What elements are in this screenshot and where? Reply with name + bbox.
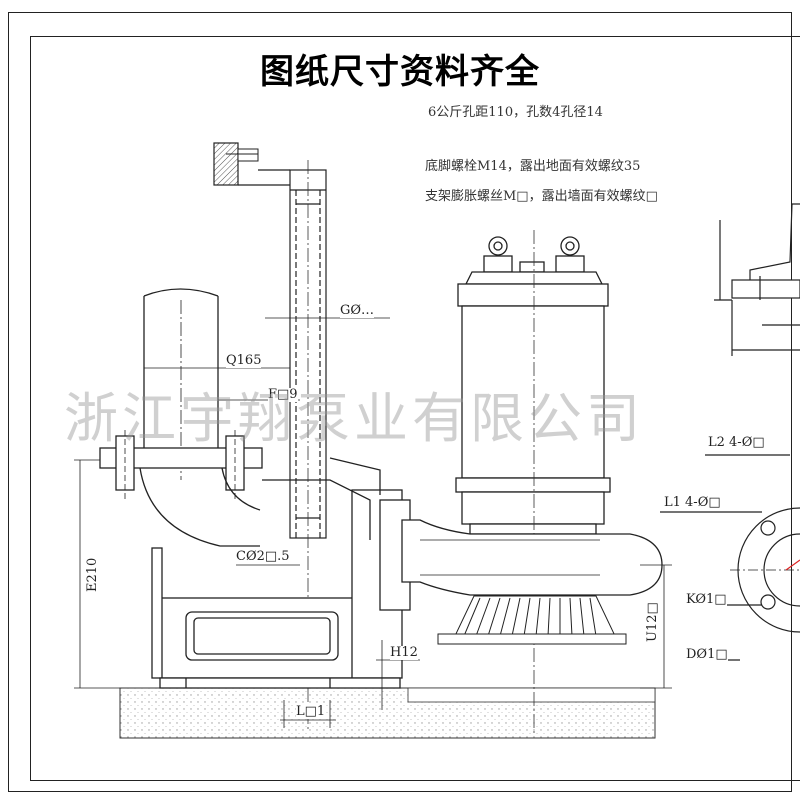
discharge-pipe [143, 288, 219, 480]
dim-h: H12 [390, 645, 418, 660]
dim-u: U12□ [645, 602, 660, 642]
dim-k: KØ1□ [686, 592, 727, 607]
note-foot-bolt: 底脚螺栓M14，露出地面有效螺纹35 [425, 159, 641, 174]
pump-motor [455, 236, 611, 535]
flange-red-mark [785, 559, 800, 571]
dimension-lines [74, 317, 672, 728]
company-watermark: 浙江宇翔泵业有限公司 [64, 387, 644, 450]
foot-detail [714, 203, 800, 356]
inner-border [30, 36, 800, 781]
dim-e: E210 [85, 557, 100, 592]
note-bracket-bolt: 支架膨胀螺丝M□，露出墙面有效螺纹□ [425, 189, 658, 204]
pump-strainer [437, 595, 627, 645]
dim-c: CØ2□.5 [236, 549, 290, 564]
flange-detail [660, 454, 800, 661]
pump-volute [401, 519, 663, 596]
dim-g: GØ… [340, 303, 375, 318]
page-title: 图纸尺寸资料齐全 [260, 52, 540, 92]
pipe-flange [99, 430, 263, 500]
dim-l1: L1 4-Ø□ [664, 495, 721, 510]
note-flange-spec: 6公斤孔距110，孔数4孔径14 [428, 105, 603, 120]
dim-l: L□1 [296, 704, 326, 719]
dim-q: Q165 [226, 353, 262, 368]
wall-bracket [213, 142, 290, 186]
outer-border [8, 12, 792, 792]
dim-l2: L2 4-Ø□ [708, 435, 765, 450]
dim-f: F□9 [268, 387, 298, 402]
coupling-base [139, 457, 411, 689]
dim-d: DØ1□ [686, 647, 728, 662]
floor-pad [407, 687, 656, 703]
